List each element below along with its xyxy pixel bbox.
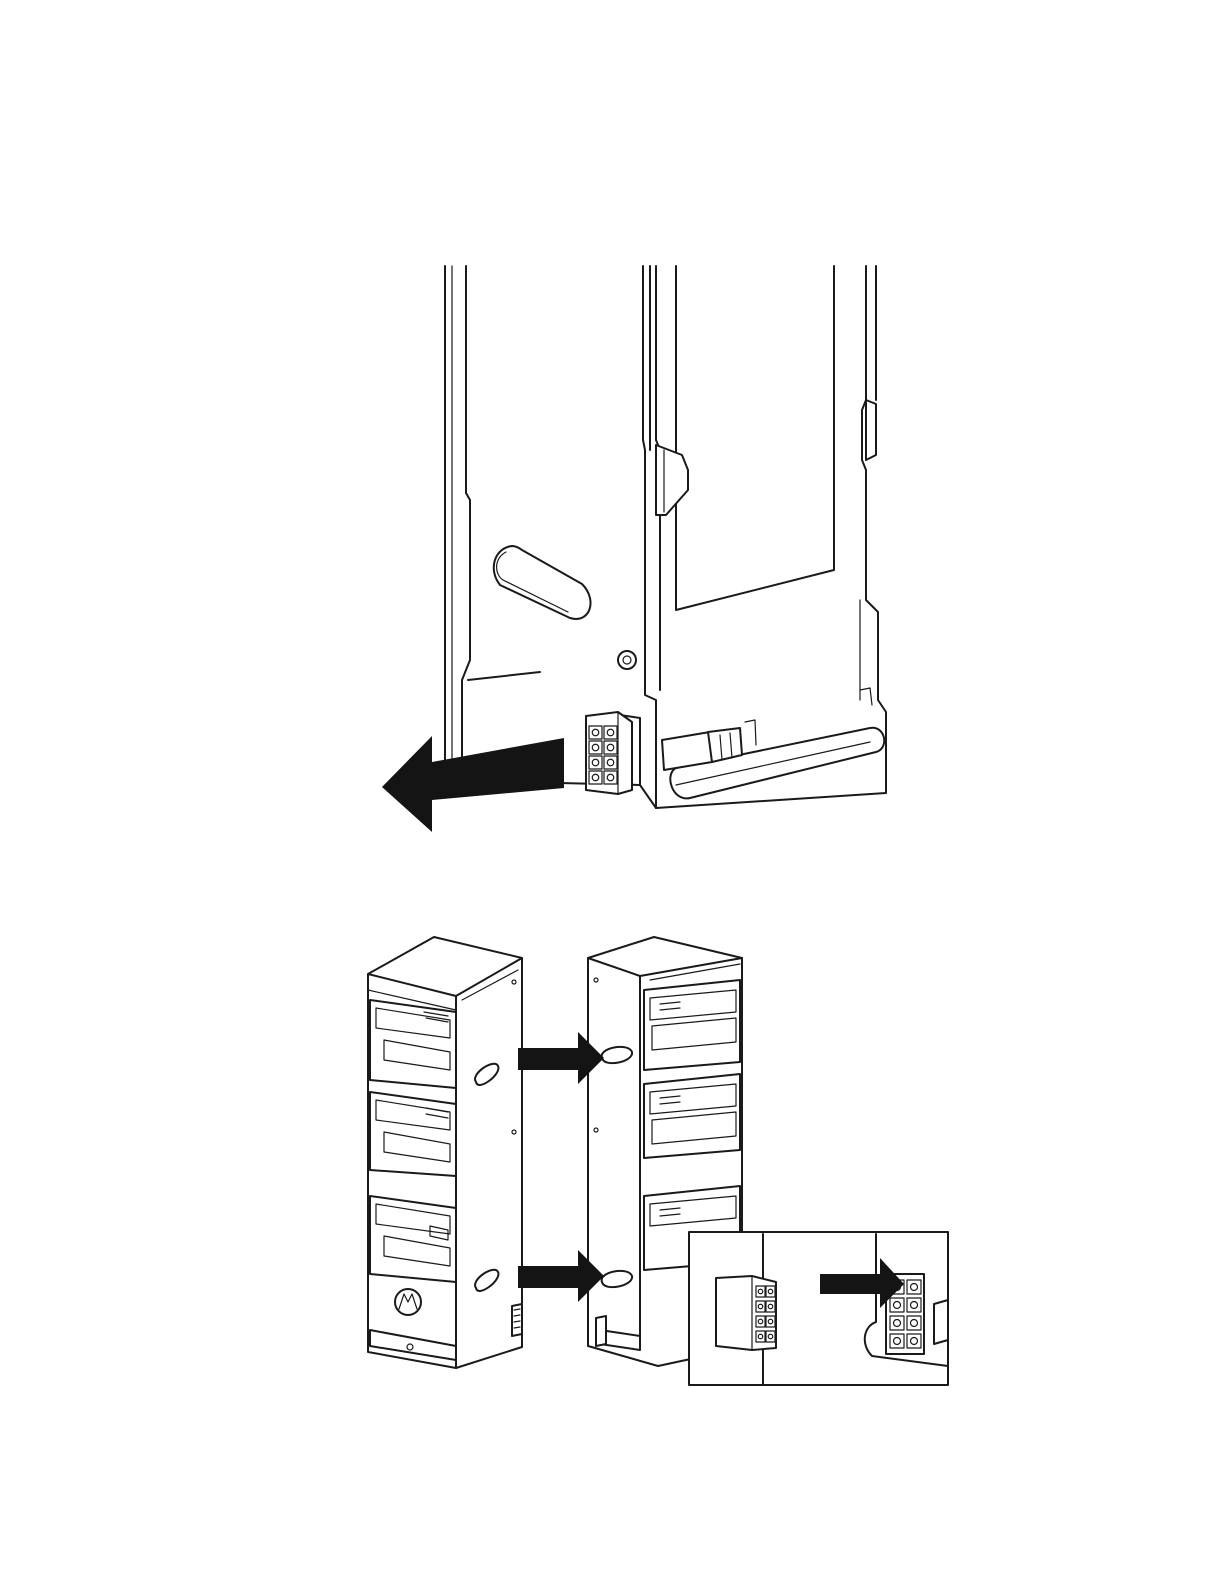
left-charger-front <box>368 937 522 1368</box>
charger-bottom-view <box>445 266 886 808</box>
screw-icon <box>618 651 636 669</box>
power-connector-8pin <box>586 712 632 794</box>
mounting-slot <box>494 546 591 619</box>
connector-detail-inset <box>689 1232 948 1385</box>
arrow-left-icon <box>382 736 564 832</box>
